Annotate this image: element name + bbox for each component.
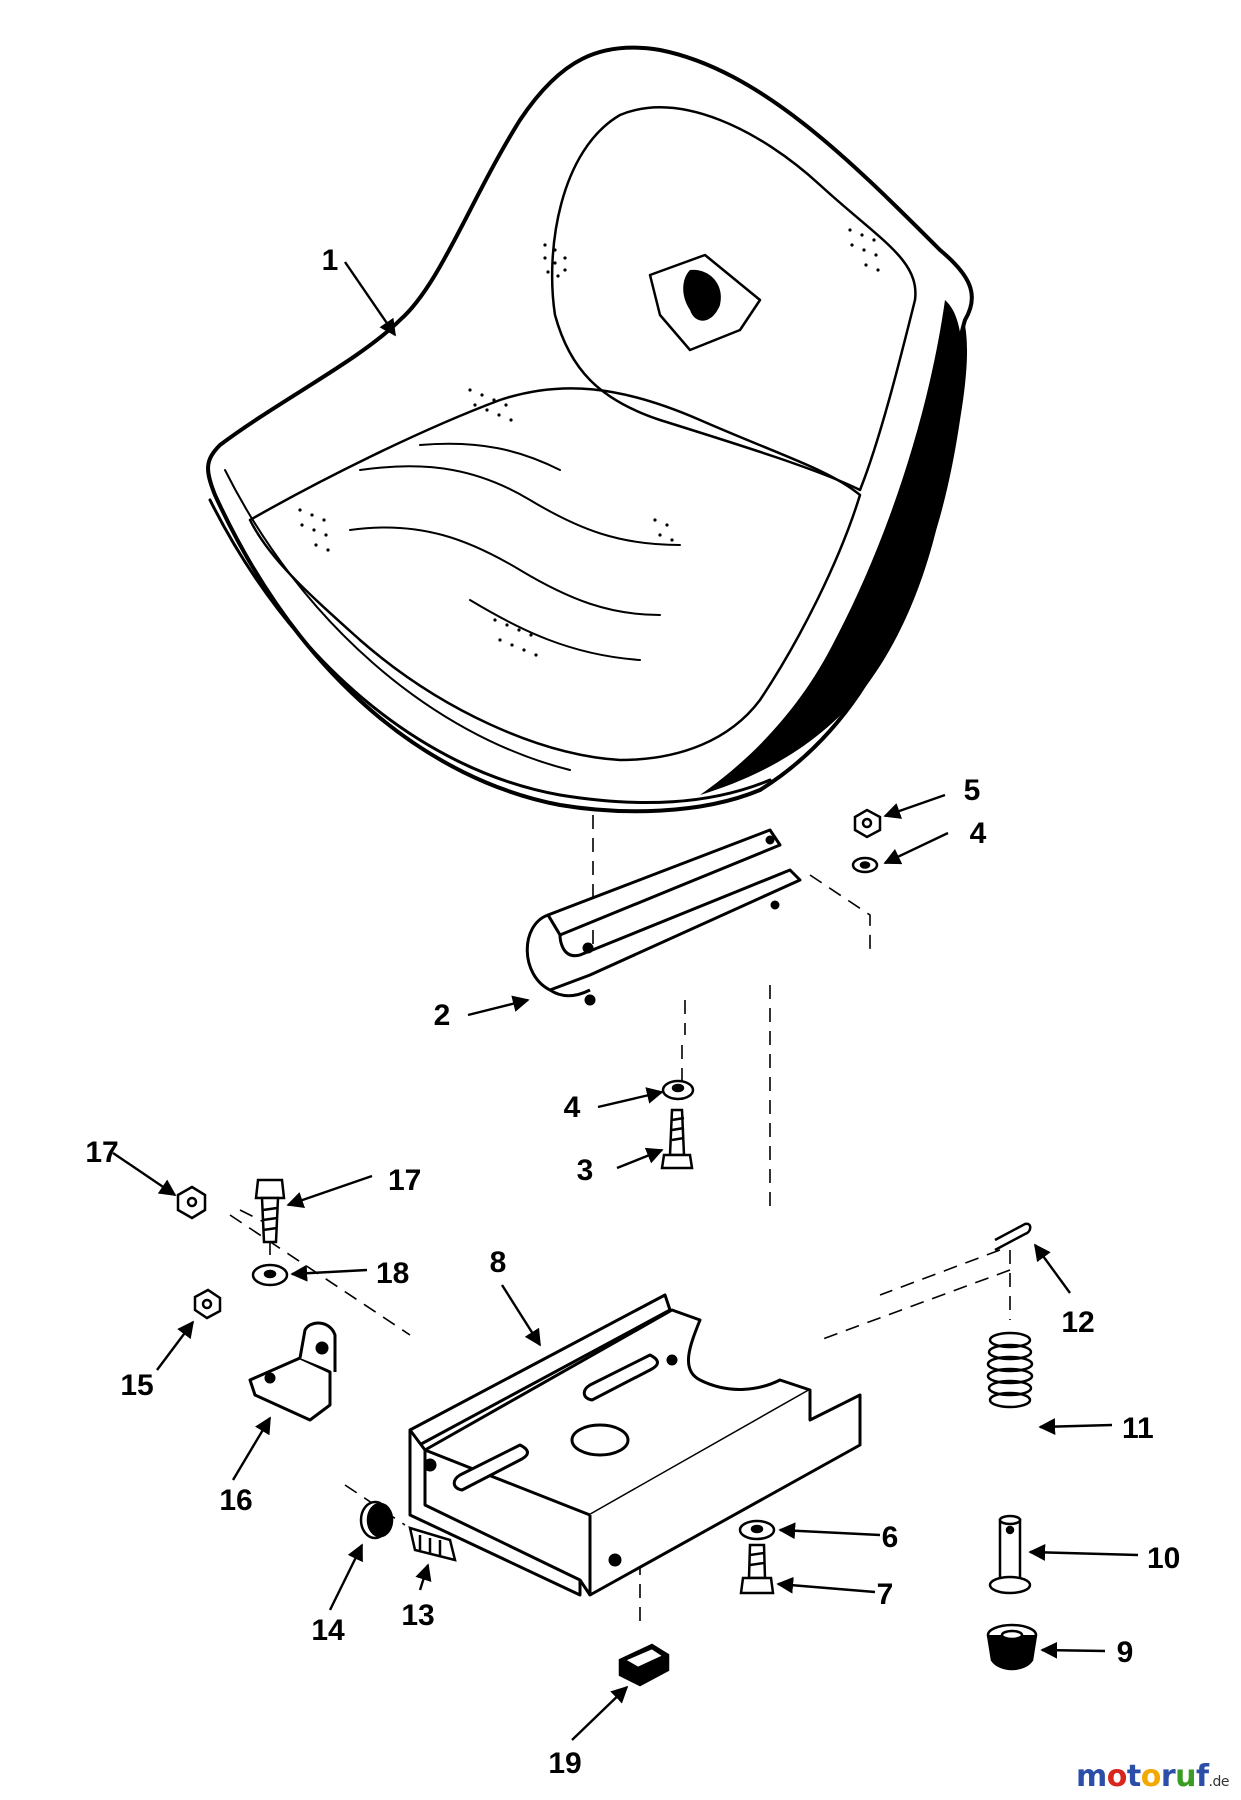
callout-1: 1	[322, 244, 339, 277]
watermark-letter: o	[1140, 1759, 1162, 1794]
watermark-letter: r	[1160, 1759, 1176, 1794]
callout-8: 8	[490, 1246, 507, 1279]
callout-10: 10	[1147, 1542, 1180, 1575]
small-hardware	[176, 808, 882, 1320]
callout-17-left: 17	[85, 1136, 118, 1169]
callout-13: 13	[401, 1599, 434, 1632]
watermark-letter: u	[1175, 1759, 1196, 1794]
seat-base-plate-part	[408, 1293, 862, 1597]
pivot-bracket-part	[248, 1321, 337, 1422]
watermark-letter: m	[1075, 1759, 1107, 1794]
callout-4-upper: 4	[970, 817, 987, 850]
callout-17-right: 17	[388, 1164, 421, 1197]
callout-4-lower: 4	[564, 1091, 581, 1124]
watermark-suffix: .de	[1208, 1774, 1230, 1790]
callout-11: 11	[1122, 1412, 1154, 1445]
callout-2: 2	[434, 999, 451, 1032]
callout-6: 6	[882, 1521, 899, 1554]
seat-part	[206, 45, 974, 814]
callout-labels: 1 2 3 4 4 5 6 7 8 9 10 11 12 13 14 15 16…	[85, 244, 1180, 1780]
callout-14: 14	[311, 1614, 345, 1647]
watermark-letter: t	[1126, 1759, 1141, 1794]
callout-5: 5	[964, 774, 981, 807]
callout-9: 9	[1117, 1636, 1134, 1669]
callout-18: 18	[376, 1257, 409, 1290]
callout-16: 16	[219, 1484, 252, 1517]
callout-15: 15	[120, 1369, 153, 1402]
callout-19: 19	[548, 1747, 581, 1780]
callout-12: 12	[1061, 1306, 1094, 1339]
callout-3: 3	[577, 1154, 594, 1187]
watermark-logo: motoruf.de	[1075, 1759, 1230, 1794]
callout-7: 7	[877, 1578, 894, 1611]
lower-hardware	[359, 1222, 1038, 1687]
leader-arrows	[112, 261, 1139, 1741]
watermark-letter: o	[1106, 1759, 1128, 1794]
seat-stitch-pattern	[298, 228, 880, 657]
seat-bracket-part	[525, 828, 802, 1006]
watermark-letter: f	[1195, 1759, 1209, 1794]
